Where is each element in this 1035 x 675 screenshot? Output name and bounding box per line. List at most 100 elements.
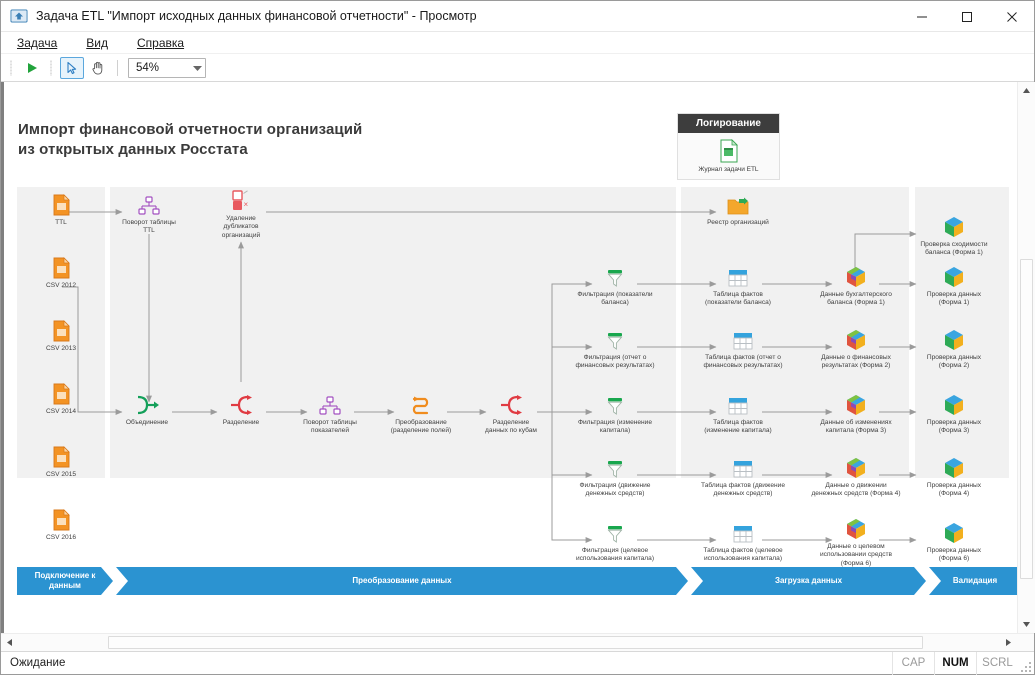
node-filter-financial-results[interactable]: Фильтрация (отчет о финансовых результат… — [569, 325, 661, 371]
horizontal-scrollbar[interactable] — [1, 633, 1034, 651]
node-check-data-form-2[interactable]: Проверка данных (Форма 2) — [908, 325, 1000, 371]
menu-item-task-label: Задача — [17, 35, 58, 50]
horizontal-scroll-thumb[interactable] — [108, 636, 923, 649]
close-button[interactable] — [989, 1, 1034, 32]
scroll-up-button[interactable] — [1018, 82, 1035, 99]
pivot-icon — [138, 190, 160, 216]
vertical-scroll-thumb[interactable] — [1020, 259, 1033, 579]
status-badge-num: NUM — [934, 651, 976, 675]
node-check-data-form-1[interactable]: Проверка данных (Форма 1) — [908, 262, 1000, 308]
scroll-down-button[interactable] — [1018, 616, 1035, 633]
cube-icon — [845, 262, 867, 288]
node-filter-cash-flow[interactable]: Фильтрация (движение денежных средств) — [569, 453, 661, 499]
scroll-right-button[interactable] — [1000, 634, 1017, 651]
node-label: Удаление дубликатов организаций — [221, 215, 261, 239]
select-tool-button[interactable] — [60, 56, 84, 79]
stage-transform[interactable]: Преобразование данных — [116, 567, 688, 595]
split-icon — [498, 390, 524, 416]
window-title: Задача ETL "Импорт исходных данных финан… — [36, 9, 477, 23]
node-label: Фильтрация (целевое использования капита… — [575, 547, 655, 563]
node-fact-table-target-funds[interactable]: Таблица фактов (целевое использования ка… — [687, 518, 799, 564]
table-icon — [727, 262, 749, 288]
node-label: CSV 2014 — [45, 408, 77, 415]
scrollbar-corner — [1017, 634, 1034, 651]
node-filter-balance[interactable]: Фильтрация (показатели баланса) — [569, 262, 661, 308]
node-source-csv-2013[interactable]: CSV 2013 — [15, 316, 107, 353]
stage-label: Валидация — [952, 576, 998, 585]
chevron-down-icon[interactable] — [189, 65, 205, 71]
pan-tool-button[interactable] — [86, 57, 110, 79]
node-label: CSV 2013 — [45, 345, 77, 352]
node-pivot-indicators[interactable]: Поворот таблицы показателей — [284, 390, 376, 436]
menu-item-view[interactable]: Вид — [84, 34, 110, 52]
node-label: TTL — [55, 219, 67, 226]
node-fact-table-capital-change[interactable]: Таблица фактов (изменение капитала) — [692, 390, 784, 436]
node-fact-table-financial-results[interactable]: Таблица фактов (отчет о финансовых резул… — [687, 325, 799, 371]
node-filter-target-funds[interactable]: Фильтрация (целевое использования капита… — [569, 518, 661, 564]
scroll-left-button[interactable] — [1, 634, 18, 651]
file-icon — [53, 190, 70, 216]
node-filter-capital-change[interactable]: Фильтрация (изменение капитала) — [569, 390, 661, 436]
cube-icon — [845, 390, 867, 416]
node-union[interactable]: Объединение — [101, 390, 193, 427]
node-label: Таблица фактов (изменение капитала) — [704, 419, 772, 435]
node-organizations-registry[interactable]: Реестр организаций — [692, 190, 784, 227]
node-check-data-form-3[interactable]: Проверка данных (Форма 3) — [908, 390, 1000, 436]
zoom-combobox[interactable]: 54% — [128, 57, 206, 78]
window-controls — [899, 1, 1034, 32]
etl-diagram: Импорт финансовой отчетности организаций… — [4, 82, 1017, 633]
node-convert-split-fields[interactable]: Преобразование (разделение полей) — [375, 390, 467, 436]
split-icon — [228, 390, 254, 416]
node-label: Разделение данных по кубам — [485, 419, 537, 435]
node-cube-form-2[interactable]: Данные о финансовых результатах (Форма 2… — [800, 325, 912, 371]
node-source-csv-2012[interactable]: CSV 2012 — [15, 253, 107, 290]
node-cube-form-1[interactable]: Данные бухгалтерского баланса (Форма 1) — [800, 262, 912, 308]
node-source-csv-2014[interactable]: CSV 2014 — [15, 379, 107, 416]
menu-item-task[interactable]: Задача — [15, 34, 59, 52]
status-bar: Ожидание CAP NUM SCRL — [1, 651, 1034, 675]
stage-connection[interactable]: Подключение к данным — [17, 567, 113, 595]
minimize-button[interactable] — [899, 1, 944, 32]
swimlane-validation — [915, 187, 1009, 478]
node-fact-table-balance[interactable]: Таблица фактов (показатели баланса) — [692, 262, 784, 308]
toolbar-grip-1[interactable] — [9, 59, 15, 77]
node-check-balance-convergence[interactable]: Проверка сходимости баланса (Форма 1) — [908, 212, 1000, 258]
dedupe-icon: × — [230, 186, 252, 212]
node-dedupe-organizations[interactable]: × Удаление дубликатов организаций — [195, 186, 287, 240]
union-icon — [134, 390, 160, 416]
table-icon — [732, 325, 754, 351]
diagram-canvas[interactable]: Импорт финансовой отчетности организаций… — [1, 82, 1017, 633]
node-split[interactable]: Разделение — [195, 390, 287, 427]
cube-green-icon — [943, 262, 965, 288]
node-split-by-cubes[interactable]: Разделение данных по кубам — [465, 390, 557, 436]
cube-green-icon — [943, 212, 965, 238]
node-fact-table-cash-flow[interactable]: Таблица фактов (движение денежных средст… — [687, 453, 799, 499]
vertical-scrollbar[interactable] — [1017, 82, 1035, 633]
toolbar-grip-2[interactable] — [49, 59, 55, 77]
node-label: Таблица фактов (движение денежных средст… — [701, 482, 785, 498]
vertical-scroll-track[interactable] — [1018, 99, 1035, 616]
node-label: Проверка данных (Форма 4) — [926, 482, 982, 498]
node-check-data-form-6[interactable]: Проверка данных (Форма 6) — [908, 518, 1000, 564]
run-icon — [28, 62, 37, 73]
node-source-csv-2015[interactable]: CSV 2015 — [15, 442, 107, 479]
node-cube-form-4[interactable]: Данные о движении денежных средств (Форм… — [800, 453, 912, 499]
page-title: Импорт финансовой отчетности организаций… — [18, 120, 362, 160]
stage-validation[interactable]: Валидация — [929, 567, 1017, 595]
run-button[interactable] — [20, 57, 44, 79]
filter-icon — [605, 325, 625, 351]
node-check-data-form-4[interactable]: Проверка данных (Форма 4) — [908, 453, 1000, 499]
node-cube-form-6[interactable]: Данные о целевом использовании средств (… — [800, 514, 912, 568]
node-pivot-ttl[interactable]: Поворот таблицы TTL — [103, 190, 195, 236]
menu-item-help[interactable]: Справка — [135, 34, 186, 52]
node-cube-form-3[interactable]: Данные об изменениях капитала (Форма 3) — [800, 390, 912, 436]
maximize-button[interactable] — [944, 1, 989, 32]
resize-grip[interactable] — [1018, 652, 1034, 675]
stage-load[interactable]: Загрузка данных — [691, 567, 926, 595]
logging-node[interactable]: Журнал задачи ETL — [678, 133, 779, 173]
table-icon — [727, 390, 749, 416]
node-source-ttl[interactable]: TTL — [15, 190, 107, 227]
canvas-area: Импорт финансовой отчетности организаций… — [1, 82, 1035, 633]
node-source-csv-2016[interactable]: CSV 2016 — [15, 505, 107, 542]
horizontal-scroll-track[interactable] — [18, 634, 1000, 651]
